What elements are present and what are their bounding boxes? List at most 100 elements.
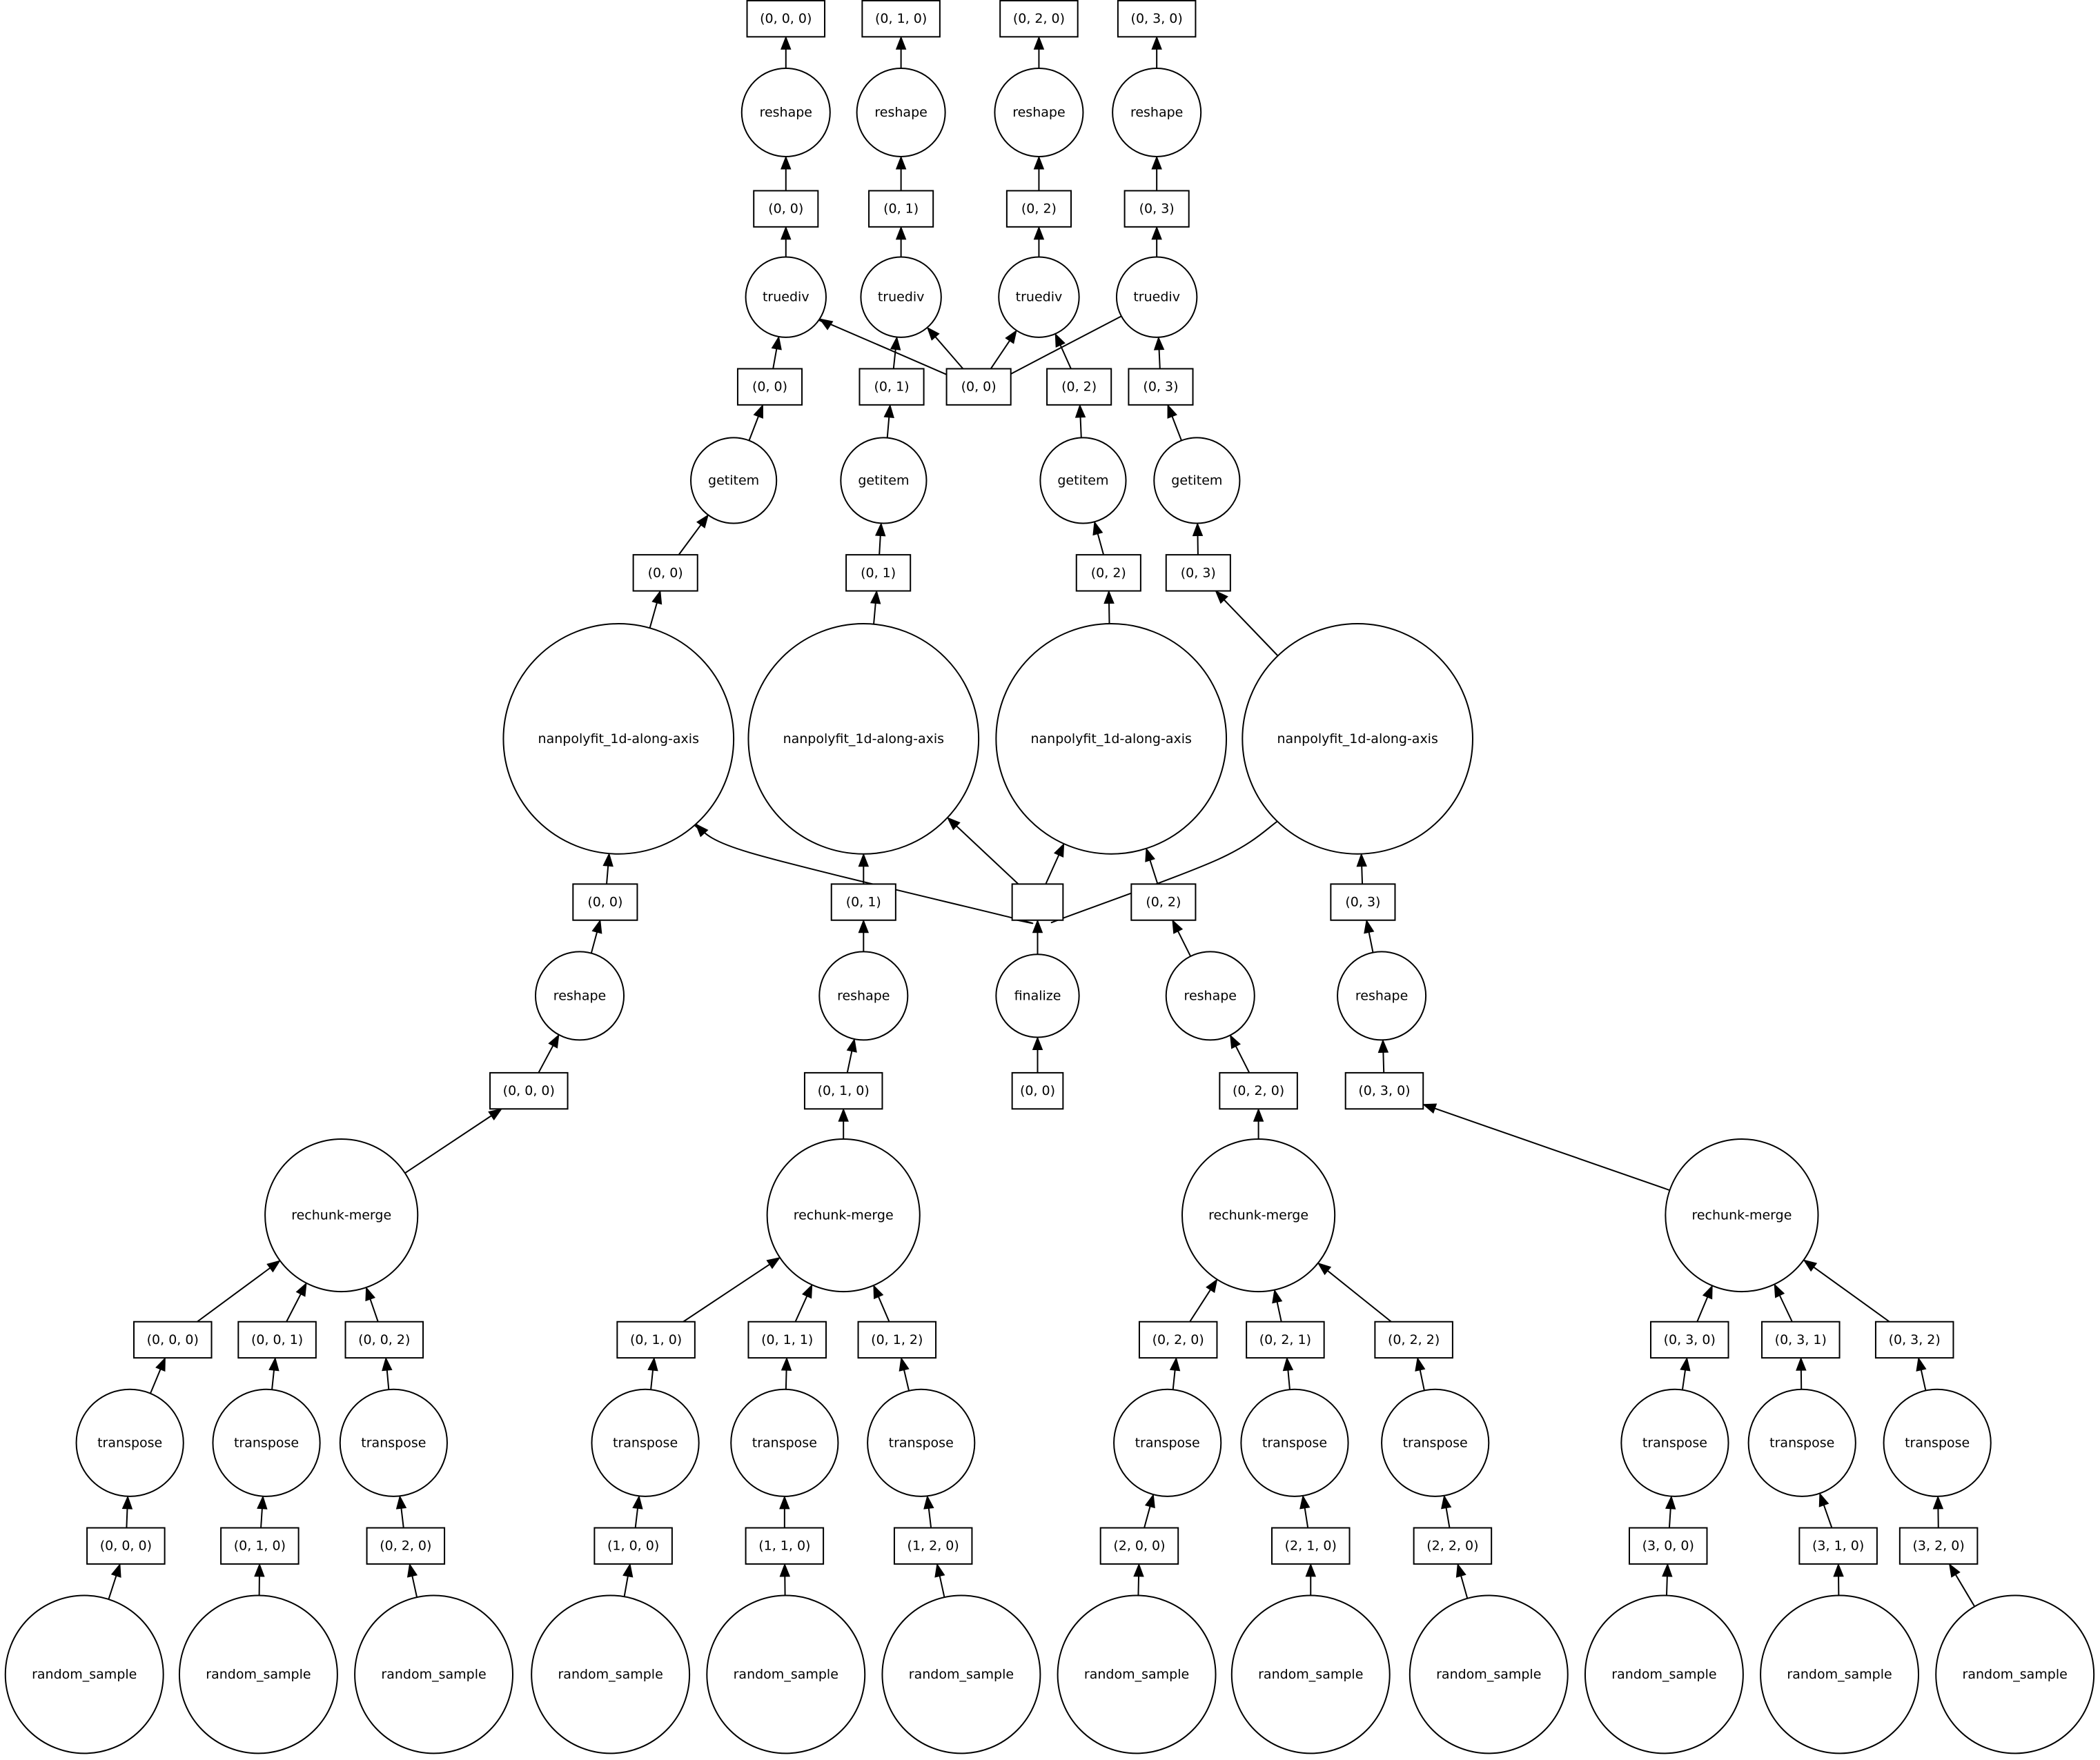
task-circle [1113,1388,1222,1497]
data-node-r_030: (0, 3, 0) [1117,0,1197,38]
task-circle [1165,951,1255,1041]
data-box [1374,1321,1453,1359]
edge-rsm_2-to-rsm_out_2 [1172,919,1192,957]
task-node-s_1_2: random_sample [881,1594,1041,1754]
edge-arrowhead [1662,1563,1673,1577]
edge-np_out_2-to-gi_2 [1092,520,1105,555]
edge-line [772,348,778,369]
node-label: getitem [858,473,909,488]
edge-arrowhead [1364,919,1375,934]
node-label: (2, 1, 0) [1285,1539,1337,1554]
edge-s_out_2_0-to-t_2_0 [1144,1493,1155,1528]
node-label: nanpolyfit_1d-along-axis [1277,731,1437,746]
node-label: (0, 3) [1139,201,1175,217]
node-label: rechunk-merge [794,1208,894,1223]
task-circle [740,67,831,157]
edge-line [590,931,598,953]
task-circle [1242,623,1474,855]
edge-arrowhead [1172,919,1184,934]
task-node-rm_2: rechunk-merge [1181,1138,1336,1293]
edge-arrowhead [1005,329,1017,344]
edge-rm_out_2-to-rsm_2 [1230,1034,1250,1074]
node-label: (0, 2) [1061,379,1097,395]
task-circle [856,67,946,157]
edge-s_2_0-to-s_out_2_0 [1133,1563,1144,1596]
task-circle [1153,437,1241,524]
node-label: (0, 1, 0) [875,11,927,26]
edge-arrowhead [1169,1356,1181,1372]
edge-line [939,1576,945,1598]
task-node-rs_top_0: reshape [740,67,831,157]
edge-line [1276,1302,1282,1322]
edge-arrowhead [1299,1494,1311,1510]
edge-line [197,1267,271,1323]
node-label: (1, 2, 0) [907,1539,959,1554]
edge-s_0_2-to-s_out_0_2 [406,1563,418,1598]
node-label: random_sample [206,1667,311,1682]
task-circle [1240,1388,1349,1497]
edge-line [606,866,609,884]
data-node-t_out_1_0: (0, 1, 0) [616,1321,696,1359]
data-box [593,1527,673,1565]
task-circle [1584,1594,1744,1754]
edge-arrowhead [121,1495,133,1510]
edge-t_out_3_0-to-rm_3 [1696,1285,1713,1323]
task-circle [339,1388,448,1497]
task-circle [994,67,1084,157]
task-node-s_1_0: random_sample [531,1594,691,1754]
edge-gi_out_0-to-td_0 [771,335,782,369]
data-node-t_out_3_2: (0, 3, 2) [1874,1321,1954,1359]
edge-t_out_2_0-to-rm_2 [1189,1278,1218,1323]
data-box [1413,1527,1493,1565]
edge-rm_out_3-to-rsm_3 [1377,1038,1389,1073]
data-node-t_out_0_0: (0, 0, 0) [133,1321,213,1359]
edge-arrowhead [647,1356,658,1372]
node-label: (0, 0, 0) [100,1539,152,1554]
edge-line [404,1115,492,1174]
edge-arrowhead [923,1495,934,1510]
edge-line [1189,1289,1211,1323]
edge-arrowhead [1702,1285,1713,1300]
node-label: (1, 0, 0) [607,1539,659,1554]
node-label: random_sample [381,1667,486,1682]
data-box [858,368,925,406]
task-circle [354,1594,514,1754]
node-label: (0, 0) [1020,1083,1055,1098]
data-box [747,1321,827,1359]
edge-arrowhead [1230,1034,1241,1049]
node-label: rechunk-merge [1691,1208,1792,1223]
task-circle [766,1138,921,1293]
edge-arrowhead [257,1495,268,1510]
node-label: reshape [837,988,890,1003]
edge-line [1304,1507,1309,1528]
task-node-rm_3: rechunk-merge [1665,1138,1819,1293]
task-node-gi_2: getitem [1039,437,1127,524]
node-label: nanpolyfit_1d-along-axis [783,731,944,746]
edge-line [150,1369,161,1394]
edge-arrowhead [632,1495,643,1510]
edge-arrowhead [895,155,907,170]
task-node-rsm_2: reshape [1165,951,1255,1041]
edge-line [623,1576,629,1597]
task-circle [1620,1388,1729,1497]
node-label: (0, 1, 0) [818,1083,870,1098]
task-node-s_0_0: random_sample [4,1594,164,1754]
edge-line [650,1370,654,1390]
edge-arrowhead [1092,520,1103,536]
edge-td_3-to-td_out_3 [1151,226,1162,257]
edge-arrowhead [1282,1356,1294,1372]
edge-line [678,524,702,555]
data-box [1246,1321,1325,1359]
edge-rsm_out_1-to-np_1 [858,853,870,884]
data-node-rm_out_0: (0, 0, 0) [489,1071,569,1110]
edge-rsm_out_2-to-np_2 [1145,847,1159,884]
node-label: (0, 0, 0) [760,11,812,26]
node-label: (1, 1, 0) [758,1539,810,1554]
task-node-s_3_1: random_sample [1760,1594,1920,1754]
edge-np_out_1-to-gi_1 [875,522,886,555]
node-label: (0, 2, 2) [1388,1332,1440,1347]
data-node-t_out_3_0: (0, 3, 0) [1650,1321,1729,1359]
task-circle [502,623,735,855]
edge-line [1419,1370,1425,1391]
data-node-t_out_1_2: (0, 1, 2) [857,1321,937,1359]
